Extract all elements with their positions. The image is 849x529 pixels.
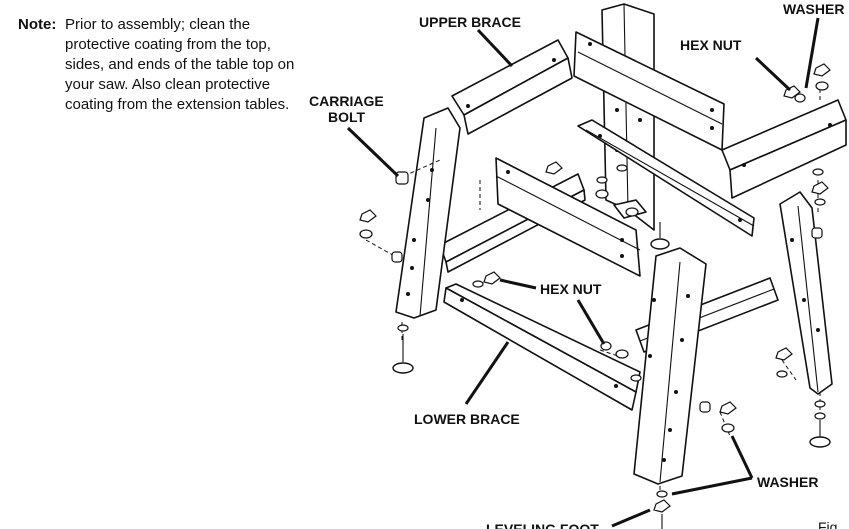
front-right-leg: [633, 247, 707, 485]
right-rear-leg: [779, 191, 833, 395]
left-leg: [395, 107, 461, 319]
lower-brace-front-left: [443, 283, 641, 411]
carriage-bolt-icon: [395, 171, 409, 185]
upper-brace-back-left: [451, 39, 573, 135]
note-text: Prior to assembly; clean the protective …: [65, 16, 295, 113]
callout-washer-bottom: WASHER: [757, 474, 818, 490]
upper-brace-front: [577, 119, 755, 237]
upper-brace-front-right: [721, 99, 847, 199]
washer-icon: [359, 229, 373, 239]
callout-upper-brace: UPPER BRACE: [419, 14, 521, 30]
lower-brace-center: [495, 157, 641, 277]
callout-hex-nut-top: HEX NUT: [680, 37, 742, 53]
callout-lower-brace: LOWER BRACE: [414, 411, 520, 427]
leveling-foot-left: [392, 362, 414, 374]
note-label: Note:: [18, 16, 57, 33]
hardware: [359, 63, 831, 529]
hex-nut-icon: [359, 209, 377, 223]
callout-leveling-foot: LEVELING FOOT: [486, 521, 599, 529]
callout-hex-nut-mid: HEX NUT: [540, 281, 602, 297]
figure-label: Fig: [818, 519, 837, 529]
assembly-note: Note: Prior to assembly; clean the prote…: [18, 15, 298, 115]
callout-carriage-bolt-line1: CARRIAGE: [309, 93, 384, 109]
leader-lines: [346, 17, 820, 528]
callout-carriage-bolt-line2: BOLT: [328, 109, 366, 125]
rear-leg: [601, 3, 655, 231]
callout-washer-top: WASHER: [783, 1, 844, 17]
